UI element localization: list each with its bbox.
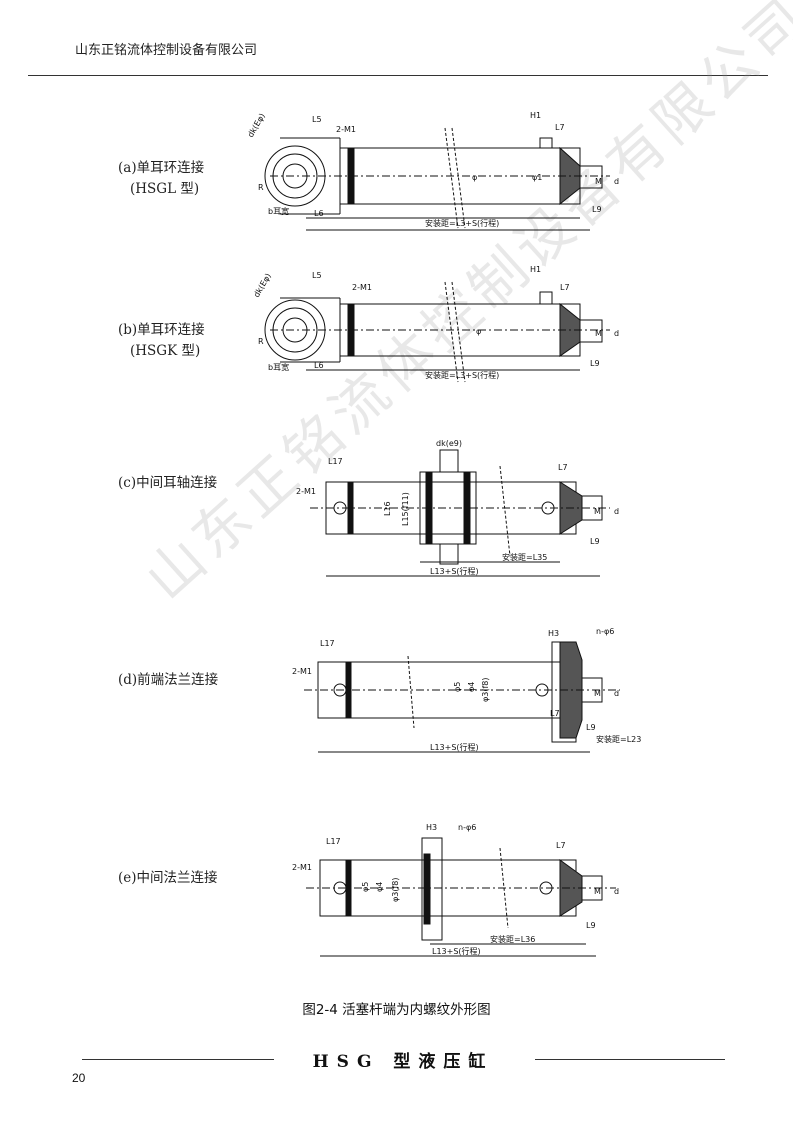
fig-e-total: L13+S(行程) bbox=[432, 946, 481, 956]
fig-c-m1: 2-M1 bbox=[296, 487, 316, 496]
fig-d-d5: φ5 bbox=[453, 682, 462, 692]
fig-a-r: R bbox=[258, 183, 264, 192]
fig-e-n6: n-φ6 bbox=[458, 823, 476, 832]
fig-b-d: d bbox=[614, 329, 619, 338]
fig-c-m: M bbox=[594, 507, 601, 516]
fig-e-l17: L17 bbox=[326, 837, 341, 846]
fig-a-l9: L9 bbox=[592, 205, 602, 214]
fig-d-m: M bbox=[594, 689, 601, 698]
fig-c-dk: dk(e9) bbox=[436, 439, 462, 448]
figure-b-label: (b)单耳环连接 bbox=[118, 322, 205, 338]
fig-d-l7: L7 bbox=[550, 709, 560, 718]
fig-a-l7: L7 bbox=[555, 123, 565, 132]
page-number: 20 bbox=[72, 1071, 86, 1085]
fig-b-l6: L6 bbox=[314, 361, 324, 370]
fig-e-d5: φ5 bbox=[361, 882, 370, 892]
figure-c-drawing: L17 2-M1 dk(e9) L16 L15(f11) L7 L9 M d 安… bbox=[296, 439, 619, 577]
fig-b-l9: L9 bbox=[590, 359, 600, 368]
fig-e-l7: L7 bbox=[556, 841, 566, 850]
fig-a-h1: H1 bbox=[530, 111, 541, 120]
figure-e-drawing: L17 2-M1 H3 n-φ6 φ5 φ4 φ3(f8) L7 L9 M d … bbox=[292, 823, 619, 957]
fig-a-dk: dk(Eφ) bbox=[246, 112, 267, 139]
figure-b-drawing: L5 2-M1 dk(Eφ) H1 L7 R b耳宽 L6 φ L9 M d 安… bbox=[252, 265, 619, 383]
figure-a-drawing: L5 2-M1 dk(Eφ) H1 L7 R b耳宽 L6 φ φ1 L9 M … bbox=[246, 111, 619, 231]
fig-d-install: 安装距=L23 bbox=[596, 734, 641, 744]
fig-a-m1: 2-M1 bbox=[336, 125, 356, 134]
fig-d-l9: L9 bbox=[586, 723, 596, 732]
fig-b-m: M bbox=[595, 329, 602, 338]
fig-d-l17: L17 bbox=[320, 639, 335, 648]
fig-d-n6: n-φ6 bbox=[596, 627, 614, 636]
figure-c-label: (c)中间耳轴连接 bbox=[118, 475, 218, 491]
fig-a-b: b耳宽 bbox=[268, 206, 289, 216]
header-rule bbox=[28, 75, 768, 76]
fig-e-d3: φ3(f8) bbox=[391, 877, 400, 902]
fig-b-phi: φ bbox=[476, 327, 481, 336]
figure-a-label: (a)单耳环连接 bbox=[118, 160, 205, 176]
fig-a-l6: L6 bbox=[314, 209, 324, 218]
fig-b-m1: 2-M1 bbox=[352, 283, 372, 292]
figure-d-drawing: L17 2-M1 H3 n-φ6 φ5 φ4 φ3(f8) L7 L9 M d … bbox=[292, 627, 641, 753]
fig-b-l7: L7 bbox=[560, 283, 570, 292]
fig-e-l9: L9 bbox=[586, 921, 596, 930]
fig-a-phi: φ bbox=[472, 173, 477, 182]
fig-d-m1: 2-M1 bbox=[292, 667, 312, 676]
fig-a-d1: φ1 bbox=[532, 173, 542, 182]
fig-d-total: L13+S(行程) bbox=[430, 742, 479, 752]
fig-d-d3: φ3(f8) bbox=[481, 677, 490, 702]
figure-d-label: (d)前端法兰连接 bbox=[118, 672, 219, 688]
footer-rule-right bbox=[535, 1059, 725, 1060]
fig-b-b: b耳宽 bbox=[268, 362, 289, 372]
footer-rule-left bbox=[82, 1059, 274, 1060]
fig-b-install: 安装距=L3+S(行程) bbox=[425, 370, 499, 380]
fig-e-m1: 2-M1 bbox=[292, 863, 312, 872]
figure-a-sublabel: (HSGL 型) bbox=[130, 181, 200, 197]
fig-e-h3: H3 bbox=[426, 823, 437, 832]
fig-a-d: d bbox=[614, 177, 619, 186]
fig-d-h3: H3 bbox=[548, 629, 559, 638]
fig-c-l16: L16 bbox=[383, 501, 392, 516]
fig-b-dk: dk(Eφ) bbox=[252, 272, 273, 299]
fig-c-d: d bbox=[614, 507, 619, 516]
fig-e-d4: φ4 bbox=[375, 882, 384, 892]
footer-title: HSG 型液压缸 bbox=[312, 1052, 494, 1072]
fig-c-l17: L17 bbox=[328, 457, 343, 466]
fig-b-r: R bbox=[258, 337, 264, 346]
fig-b-h1: H1 bbox=[530, 265, 541, 274]
fig-a-m: M bbox=[595, 177, 602, 186]
fig-b-l5: L5 bbox=[312, 271, 322, 280]
fig-c-l15: L15(f11) bbox=[401, 492, 410, 526]
fig-a-install: 安装距=L3+S(行程) bbox=[425, 218, 499, 228]
fig-e-install: 安装距=L36 bbox=[490, 934, 535, 944]
figure-caption: 图2-4 活塞杆端为内螺纹外形图 bbox=[302, 1002, 491, 1018]
fig-d-d: d bbox=[614, 689, 619, 698]
fig-c-total: L13+S(行程) bbox=[430, 566, 479, 576]
fig-c-install: 安装距=L35 bbox=[502, 552, 547, 562]
figure-e-label: (e)中间法兰连接 bbox=[118, 870, 218, 886]
fig-d-d4: φ4 bbox=[467, 682, 476, 692]
figure-b-sublabel: (HSGK 型) bbox=[130, 343, 201, 359]
header-company-name: 山东正铭流体控制设备有限公司 bbox=[75, 43, 258, 58]
fig-c-l7: L7 bbox=[558, 463, 568, 472]
fig-e-d: d bbox=[614, 887, 619, 896]
fig-c-l9: L9 bbox=[590, 537, 600, 546]
fig-a-l5: L5 bbox=[312, 115, 322, 124]
fig-e-m: M bbox=[594, 887, 601, 896]
